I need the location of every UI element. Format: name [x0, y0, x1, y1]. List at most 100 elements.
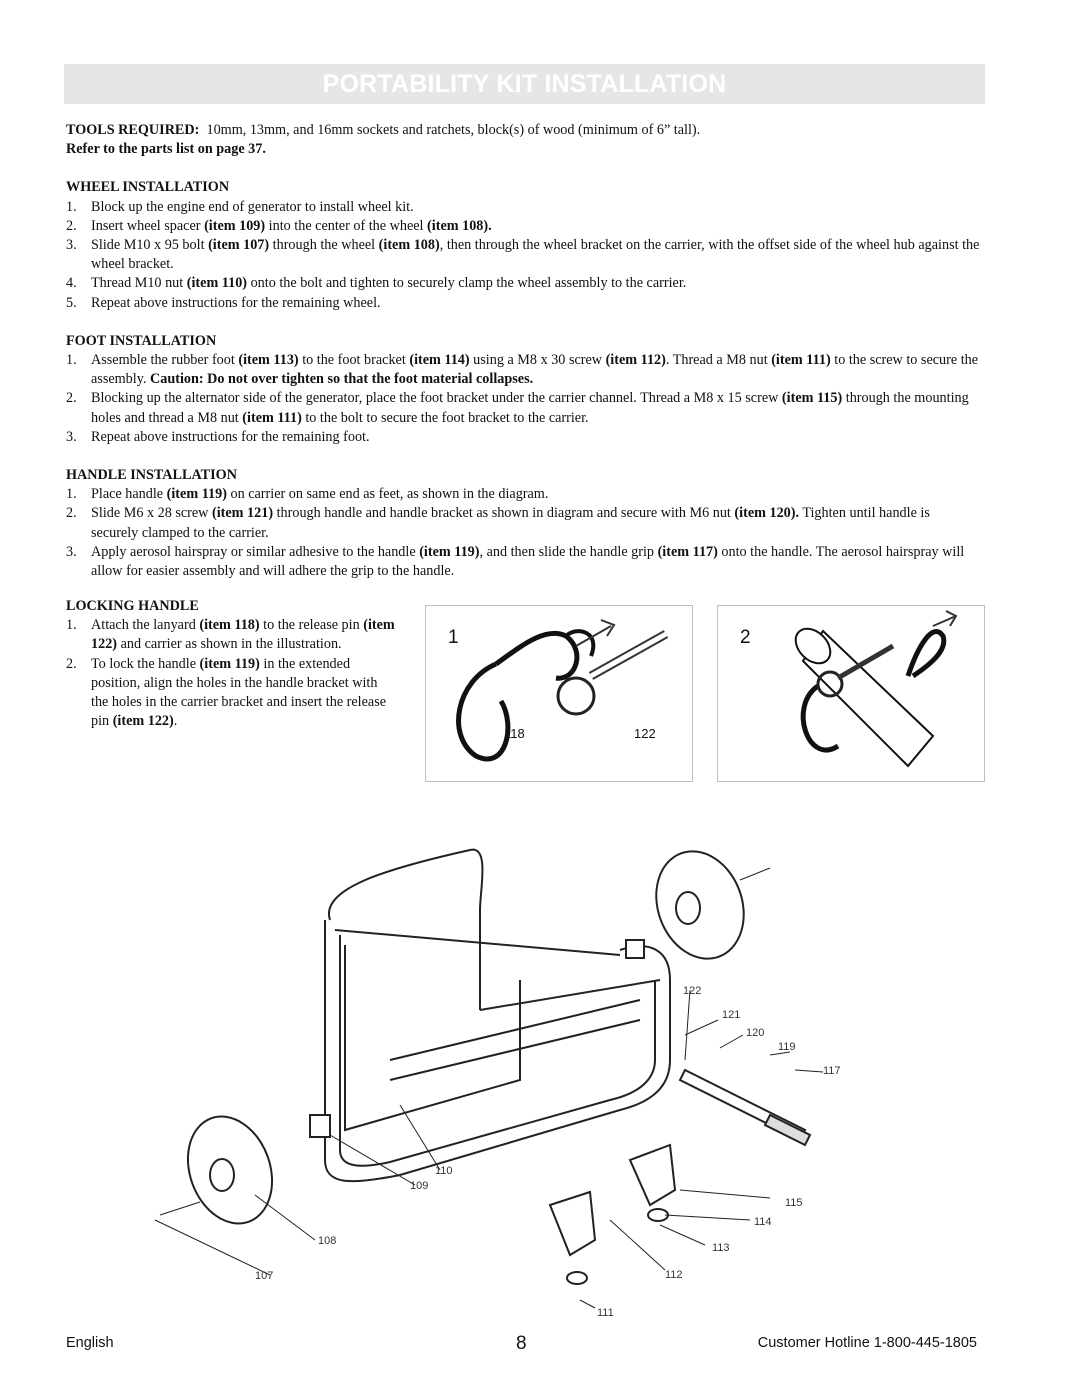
leader-114 — [664, 1214, 751, 1221]
carrier-panel — [344, 945, 521, 1132]
step-text: to the foot bracket — [298, 352, 410, 369]
figure-number: 1 — [448, 627, 459, 648]
step-text: to the screw to secure the assembly. — [91, 352, 979, 388]
step-text: to the bolt to secure the foot bracket t… — [301, 409, 589, 426]
tube-end — [794, 627, 832, 665]
step-text: into the center of the wheel — [265, 217, 428, 234]
step-text: . — [173, 713, 178, 730]
step-text: Tighten until handle is securely clamped… — [91, 505, 930, 541]
step-number: 4. — [66, 275, 77, 292]
list-item: 2. Blocking up the alternator side of the… — [66, 389, 980, 427]
tools-text: 10mm, 13mm, and 16mm sockets and ratchet… — [206, 122, 701, 138]
wheel-hub-left — [209, 1158, 235, 1192]
carrier-frame-rear — [327, 848, 484, 1010]
locking-handle-section: LOCKING HANDLE 1.Attach the lanyard (ite… — [66, 597, 396, 731]
item-ref: (item 118) — [199, 617, 260, 634]
list-item: 1.Assemble the rubber foot (item 113) to… — [66, 351, 980, 389]
bolt-107-right — [739, 867, 771, 881]
list-item: 4.Thread M10 nut (item 110) onto the bol… — [66, 274, 980, 293]
carrier-channel — [389, 999, 641, 1081]
step-text: Block up the engine end of generator to … — [91, 198, 414, 215]
pin-installed-illustration: 2 — [740, 610, 958, 768]
bolt-107 — [159, 1201, 201, 1216]
label-122: 122 — [634, 726, 656, 741]
step-number: 2. — [66, 390, 77, 407]
rubber-foot-left — [566, 1271, 588, 1285]
list-item: 3.Apply aerosol hairspray or similar adh… — [66, 543, 980, 581]
item-ref: (item 111) — [242, 409, 302, 426]
label-117: 117 — [823, 1065, 841, 1077]
step-text: in the extended position, align the hole… — [91, 655, 387, 730]
leader-111 — [579, 1299, 596, 1309]
label-121: 121 — [722, 1009, 740, 1021]
item-ref: (item 119) — [166, 486, 227, 503]
locking-steps: 1.Attach the lanyard (item 118) to the r… — [66, 616, 396, 731]
list-item: 3. Repeat above instructions for the rema… — [66, 428, 980, 447]
title-banner: PORTABILITY KIT INSTALLATION — [64, 64, 985, 104]
handle-grip — [763, 1113, 812, 1147]
leader-121 — [684, 1019, 719, 1036]
arrow-icon — [575, 619, 616, 647]
step-text: Thread M10 nut — [91, 275, 187, 292]
leader-109 — [329, 1134, 416, 1186]
handle-steps: 1.Place handle (item 119) on carrier on … — [66, 485, 980, 581]
step-text: Apply aerosol hairspray or similar adhes… — [91, 543, 420, 560]
item-ref: (item 119) — [419, 543, 480, 560]
list-item: 1. Block up the engine end of generator t… — [66, 198, 980, 217]
step-number: 1. — [66, 617, 77, 634]
item-ref: (item 122) — [112, 713, 174, 730]
leader-107 — [154, 1219, 271, 1276]
release-pin — [836, 643, 895, 681]
lanyard-loop-end — [564, 629, 596, 657]
leader-113 — [659, 1224, 706, 1246]
step-number: 1. — [66, 198, 77, 215]
label-113: 113 — [712, 1242, 730, 1254]
label-120: 120 — [746, 1027, 764, 1039]
release-pin-shaft — [589, 631, 668, 679]
figure-2-panel: 2 — [717, 605, 985, 782]
wheel-spacer-right — [625, 939, 645, 959]
label-110: 110 — [435, 1165, 453, 1177]
step-text: Blocking up the alternator side of the g… — [91, 390, 782, 407]
item-ref: (item 112) — [605, 352, 666, 369]
step-text: Slide M6 x 28 screw — [91, 505, 212, 522]
step-text: and carrier as shown in the illustration… — [117, 636, 342, 653]
figure-number: 2 — [740, 627, 751, 648]
tools-label: TOOLS REQUIRED: — [66, 122, 200, 138]
wheel-heading: WHEEL INSTALLATION — [66, 179, 230, 196]
lanyard-cable — [800, 683, 840, 753]
parts-list-reference: Refer to the parts list on page 37. — [66, 141, 266, 158]
label-118: 118 — [504, 726, 525, 741]
list-item: 3.Slide M10 x 95 bolt (item 107) through… — [66, 236, 980, 274]
step-number: 3. — [66, 428, 77, 445]
list-item: 2.Insert wheel spacer (item 109) into th… — [66, 217, 980, 236]
step-number: 1. — [66, 352, 77, 369]
foot-heading: FOOT INSTALLATION — [66, 332, 217, 349]
step-text: Insert wheel spacer — [91, 217, 205, 234]
step-text: on carrier on same end as feet, as shown… — [226, 486, 549, 503]
step-text: through the mounting holes and thread a … — [91, 390, 969, 426]
lanyard-loop — [494, 630, 580, 681]
step-text: Repeat above instructions for the remain… — [91, 294, 381, 311]
footer-hotline: Customer Hotline 1-800-445-1805 — [757, 1335, 977, 1351]
label-111: 111 — [597, 1307, 614, 1319]
locking-heading: LOCKING HANDLE — [66, 598, 199, 614]
label-114: 114 — [754, 1216, 772, 1228]
label-107: 107 — [255, 1270, 273, 1282]
foot-steps: 1.Assemble the rubber foot (item 113) to… — [66, 351, 980, 447]
step-number: 3. — [66, 237, 77, 254]
label-115: 115 — [785, 1197, 803, 1209]
leader-119 — [769, 1051, 791, 1056]
step-text: to the release pin — [259, 617, 364, 634]
step-text: , then through the wheel bracket on the … — [91, 237, 980, 273]
lanyard-pin-illustration: 1 118 122 — [448, 619, 669, 762]
item-ref: (item 109) — [204, 217, 266, 234]
tools-required: TOOLS REQUIRED: 10mm, 13mm, and 16mm soc… — [66, 121, 980, 140]
leader-120 — [719, 1034, 744, 1049]
item-ref: (item 111) — [771, 352, 831, 369]
page-title: PORTABILITY KIT INSTALLATION — [322, 69, 727, 98]
step-text: Repeat above instructions for the remain… — [91, 428, 370, 445]
foot-bracket-right — [628, 1143, 677, 1207]
item-ref: (item 119) — [199, 655, 260, 672]
pin-ring — [816, 670, 844, 698]
